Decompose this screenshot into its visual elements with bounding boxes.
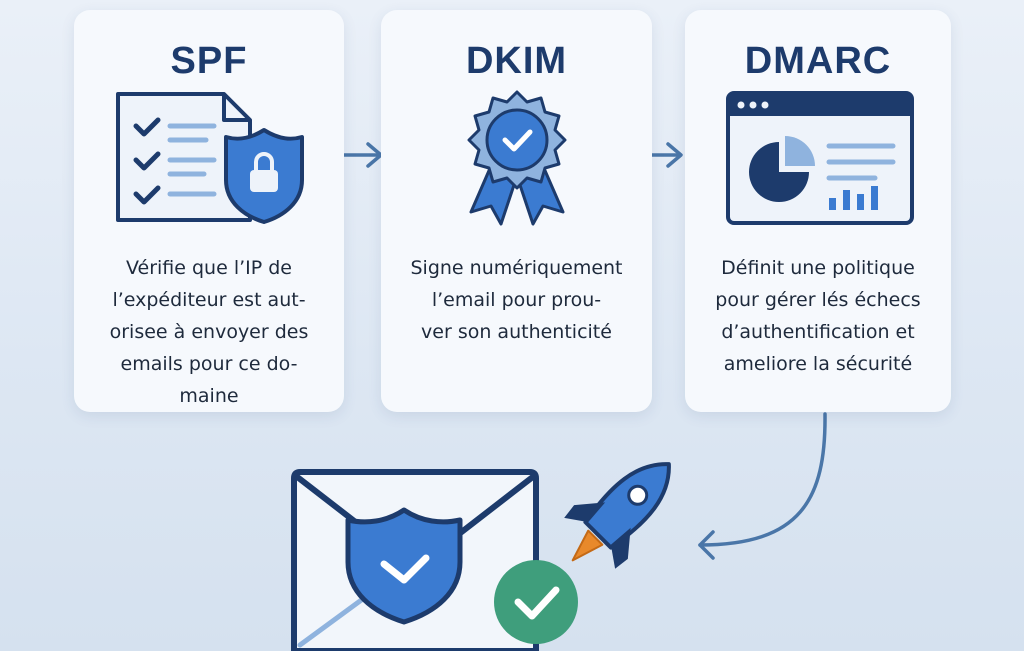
green-check-icon	[494, 560, 578, 644]
card-title-dkim: DKIM	[465, 40, 568, 82]
card-title-spf: SPF	[170, 40, 248, 82]
award-badge-check-icon	[467, 90, 567, 226]
checklist-document-shield-icon	[116, 92, 304, 224]
result-illustration	[291, 462, 671, 651]
card-description-spf: Vérifie que l’IP de l’expéditeur est aut…	[109, 257, 309, 407]
card-spf: SPF Vérifie que l’IP de l’expéditeur est…	[74, 10, 344, 412]
card-description-dmarc: Définit une politique pour gérer lés éch…	[715, 257, 921, 375]
rocket-icon	[564, 462, 671, 569]
card-title-dmarc: DMARC	[744, 40, 892, 82]
dashboard-chart-window-icon	[726, 91, 914, 225]
shield-check-icon	[345, 507, 463, 625]
card-description-dkim: Signe numériquement l’email pour prou- v…	[410, 257, 623, 343]
arrow-dmarc-to-result	[698, 412, 827, 560]
card-dmarc: DMARC Définit une politique pour gérer l…	[685, 10, 951, 412]
card-dkim: DKIM Signe numériquement l’email pour pr…	[381, 10, 652, 412]
